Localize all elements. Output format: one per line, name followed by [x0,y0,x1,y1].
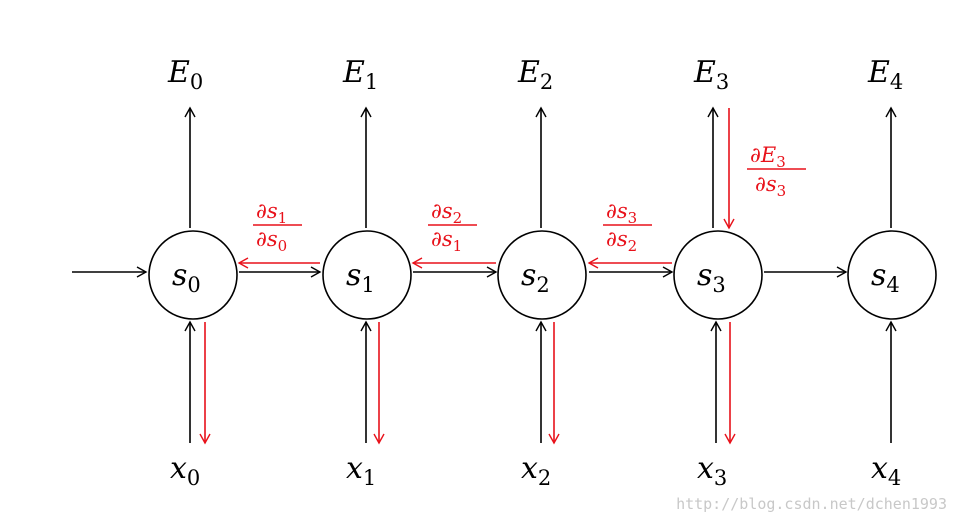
state-label-s2: s2 [521,258,550,297]
svg-text:∂s3: ∂s3 [606,199,637,227]
state-node-s2 [497,230,587,320]
state-label-s4: s4 [871,258,900,297]
output-label-e2: E2 [517,55,553,94]
gradient-de3-ds3: ∂E3 ∂s3 [747,143,806,200]
input-label-x4: x4 [871,451,901,490]
output-label-e0: E0 [167,55,203,94]
gradient-ds1-ds0: ∂s1 ∂s0 [253,199,302,255]
state-node-s3 [673,230,763,320]
svg-text:∂E3: ∂E3 [750,143,786,171]
input-label-x0: x0 [170,451,200,490]
svg-text:∂s2: ∂s2 [431,199,462,227]
state-node-s1 [322,230,412,320]
output-label-e1: E1 [342,55,378,94]
input-label-x1: x1 [346,451,376,490]
state-label-s3: s3 [697,258,726,297]
svg-text:∂s0: ∂s0 [256,227,287,255]
output-label-e4: E4 [867,55,903,94]
gradient-ds3-ds2: ∂s3 ∂s2 [603,199,652,255]
state-label-s1: s1 [346,258,375,297]
svg-text:∂s1: ∂s1 [256,199,287,227]
state-node-s4 [847,230,937,320]
svg-text:∂s3: ∂s3 [755,172,786,200]
gradient-ds2-ds1: ∂s2 ∂s1 [428,199,477,255]
state-node-s0 [148,230,238,320]
output-label-e3: E3 [693,55,729,94]
watermark-text: http://blog.csdn.net/dchen1993 [676,495,947,513]
state-label-s0: s0 [172,258,201,297]
input-label-x2: x2 [521,451,551,490]
input-label-x3: x3 [697,451,727,490]
svg-text:∂s2: ∂s2 [606,227,637,255]
svg-text:∂s1: ∂s1 [431,227,462,255]
